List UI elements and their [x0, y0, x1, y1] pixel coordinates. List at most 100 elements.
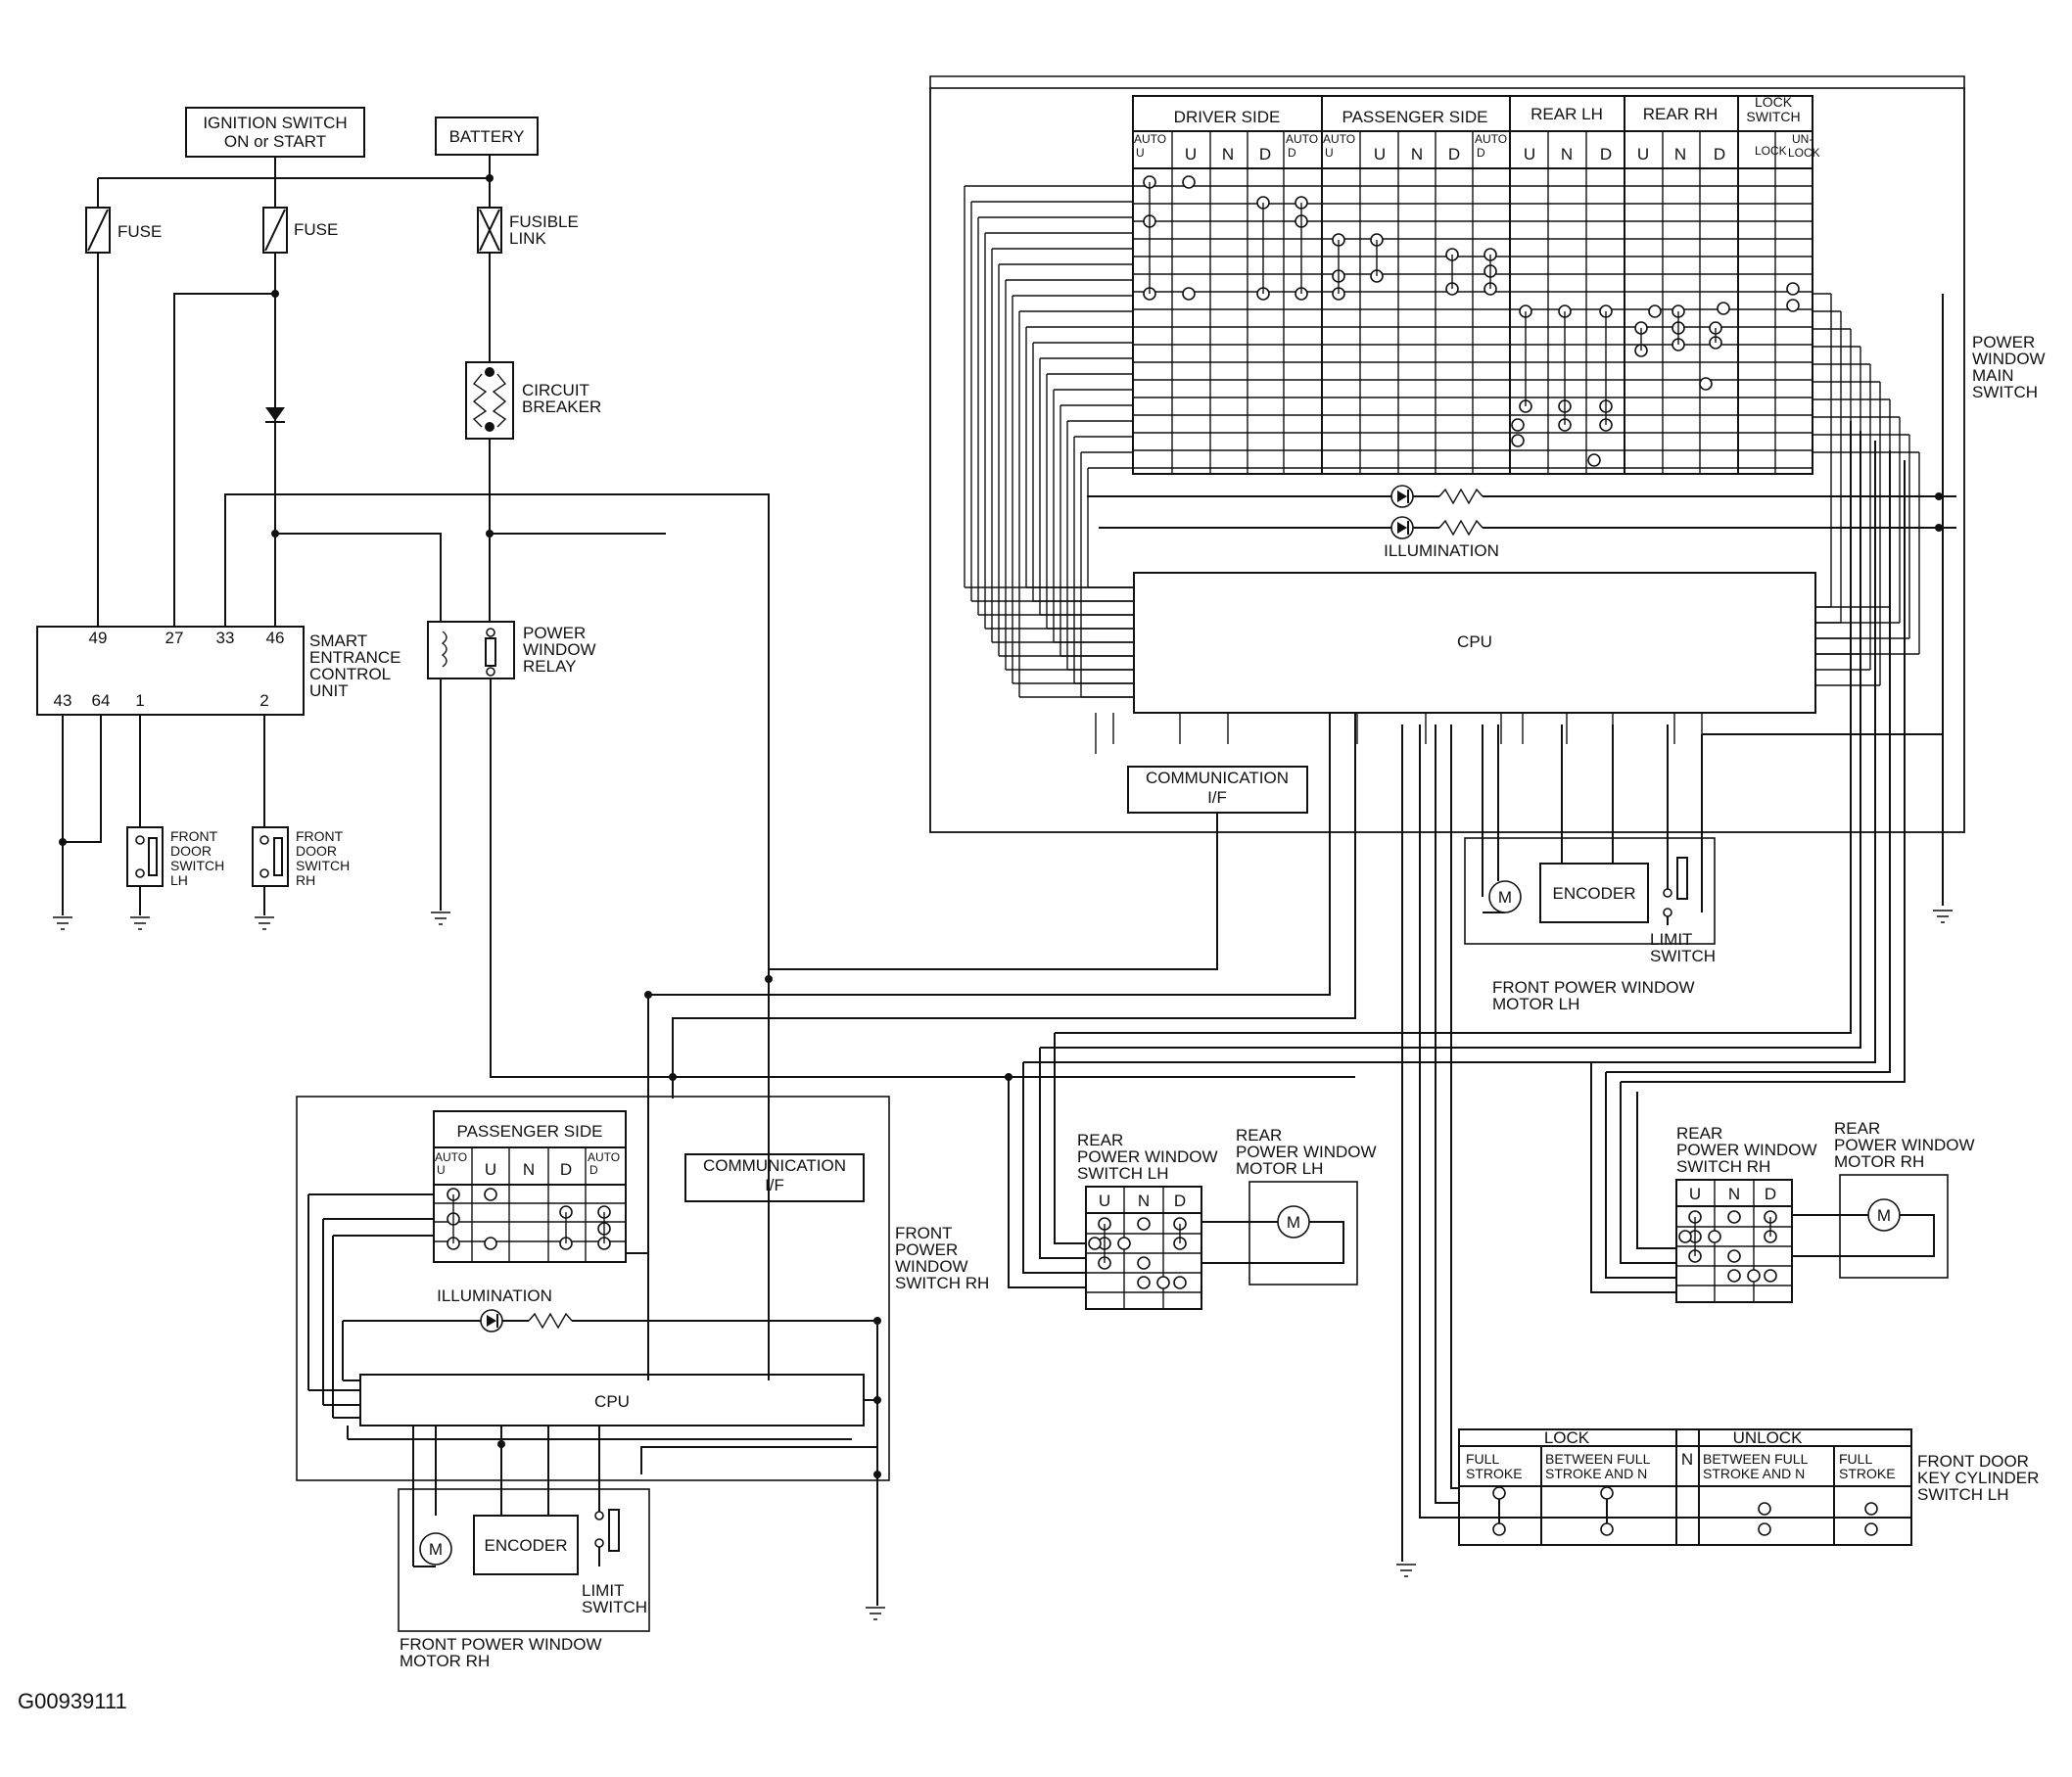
svg-text:MOTOR RH: MOTOR RH: [1834, 1152, 1924, 1171]
svg-text:M: M: [429, 1540, 443, 1559]
svg-text:46: 46: [266, 629, 285, 647]
contact-node: [1182, 175, 1196, 189]
svg-text:REAR: REAR: [1077, 1131, 1123, 1149]
svg-text:CIRCUIT: CIRCUIT: [522, 381, 589, 399]
front-door-switch-rh: FRONT DOOR SWITCH RH: [252, 826, 350, 888]
rh-cpu: CPU: [359, 1374, 865, 1426]
svg-text:REAR LH: REAR LH: [1530, 105, 1603, 123]
fuse-left: FUSE: [85, 207, 162, 254]
svg-text:U: U: [1136, 146, 1145, 160]
contact-node: [1727, 1210, 1741, 1224]
svg-text:N: N: [1138, 1192, 1150, 1210]
svg-text:M: M: [1287, 1213, 1300, 1232]
rear-power-window-motor-rh: REAR POWER WINDOW MOTOR RH M: [1792, 1119, 1975, 1279]
contact-node: [1156, 1276, 1170, 1289]
contact-node: [1699, 377, 1713, 391]
svg-text:ENCODER: ENCODER: [484, 1536, 567, 1555]
svg-text:ILLUMINATION: ILLUMINATION: [437, 1286, 552, 1305]
power-window-relay: POWER WINDOW RELAY: [427, 621, 596, 679]
contact-node: [1648, 304, 1662, 318]
svg-text:MOTOR LH: MOTOR LH: [1236, 1159, 1323, 1178]
svg-text:BATTERY: BATTERY: [449, 127, 525, 146]
front-power-window-switch-rh-frame: [296, 1096, 890, 1481]
svg-text:MAIN: MAIN: [1972, 366, 2014, 385]
svg-text:FULL: FULL: [1466, 1451, 1499, 1467]
svg-text:POWER WINDOW: POWER WINDOW: [1077, 1147, 1218, 1166]
svg-text:WINDOW: WINDOW: [895, 1257, 968, 1276]
svg-text:KEY CYLINDER: KEY CYLINDER: [1917, 1469, 2039, 1487]
main-communication-if: COMMUNICATION I/F: [1127, 766, 1308, 814]
svg-text:N: N: [523, 1160, 535, 1179]
contact-node: [1587, 453, 1601, 467]
svg-text:COMMUNICATION: COMMUNICATION: [1146, 769, 1289, 787]
main-switch-table: DRIVER SIDE PASSENGER SIDE REAR LH REAR …: [1132, 94, 1820, 475]
svg-text:U: U: [1185, 145, 1197, 164]
contact-node: [1137, 1256, 1151, 1270]
contact-node: [1511, 418, 1525, 432]
junction-dot: [497, 1440, 505, 1448]
svg-text:D: D: [1714, 145, 1725, 164]
svg-text:FULL: FULL: [1839, 1451, 1872, 1467]
main-cpu: CPU: [1133, 572, 1816, 714]
svg-text:STROKE: STROKE: [1466, 1466, 1523, 1481]
svg-text:REAR: REAR: [1676, 1124, 1722, 1143]
svg-text:AUTO: AUTO: [1475, 132, 1507, 146]
svg-text:DOOR: DOOR: [296, 843, 337, 859]
svg-text:D: D: [1448, 145, 1460, 164]
svg-text:N: N: [1681, 1450, 1693, 1469]
svg-text:POWER: POWER: [895, 1240, 958, 1259]
svg-text:U: U: [1689, 1185, 1701, 1203]
svg-text:LIMIT: LIMIT: [582, 1581, 624, 1600]
svg-text:PASSENGER SIDE: PASSENGER SIDE: [1342, 108, 1488, 126]
svg-text:N: N: [1222, 145, 1234, 164]
svg-text:64: 64: [92, 691, 111, 710]
svg-text:33: 33: [216, 629, 235, 647]
svg-text:FUSIBLE: FUSIBLE: [509, 212, 579, 231]
passenger-side-table: PASSENGER SIDE AUTO U U N D AUTO D: [433, 1110, 627, 1263]
svg-text:BETWEEN FULL: BETWEEN FULL: [1703, 1451, 1809, 1467]
svg-text:ENCODER: ENCODER: [1552, 884, 1635, 903]
svg-text:COMMUNICATION: COMMUNICATION: [703, 1156, 846, 1175]
svg-text:D: D: [1765, 1185, 1776, 1203]
svg-text:D: D: [1477, 146, 1485, 160]
rear-power-window-switch-lh: REAR POWER WINDOW SWITCH LH U N D: [1077, 1131, 1218, 1310]
contact-node: [1786, 282, 1800, 296]
svg-text:WINDOW: WINDOW: [1972, 350, 2046, 368]
svg-text:WINDOW: WINDOW: [523, 640, 596, 659]
contact-node: [1727, 1269, 1741, 1283]
svg-text:N: N: [1674, 145, 1686, 164]
svg-text:SWITCH RH: SWITCH RH: [1676, 1157, 1770, 1176]
svg-text:MOTOR LH: MOTOR LH: [1492, 995, 1579, 1013]
svg-text:AUTO: AUTO: [1323, 132, 1355, 146]
svg-text:CONTROL: CONTROL: [309, 665, 391, 683]
svg-text:RELAY: RELAY: [523, 657, 577, 676]
svg-text:2: 2: [259, 691, 268, 710]
svg-text:SWITCH LH: SWITCH LH: [1077, 1164, 1169, 1183]
svg-text:ILLUMINATION: ILLUMINATION: [1384, 541, 1499, 560]
svg-text:N: N: [1728, 1185, 1740, 1203]
svg-text:POWER WINDOW: POWER WINDOW: [1834, 1136, 1975, 1154]
svg-text:STROKE AND N: STROKE AND N: [1703, 1466, 1805, 1481]
svg-text:SWITCH: SWITCH: [1972, 383, 2038, 401]
svg-text:UN-: UN-: [1792, 132, 1813, 146]
svg-text:FRONT: FRONT: [170, 828, 218, 844]
svg-text:U: U: [1325, 146, 1334, 160]
svg-text:ENTRANCE: ENTRANCE: [309, 648, 401, 667]
svg-text:STROKE AND N: STROKE AND N: [1545, 1466, 1647, 1481]
rh-communication-if: COMMUNICATION I/F: [684, 1153, 865, 1202]
svg-text:RH: RH: [296, 872, 315, 888]
svg-text:BETWEEN FULL: BETWEEN FULL: [1545, 1451, 1651, 1467]
svg-text:AUTO: AUTO: [435, 1150, 467, 1164]
rh-illumination: ILLUMINATION: [343, 1286, 881, 1333]
svg-text:AUTO: AUTO: [588, 1150, 620, 1164]
contact-node: [1717, 302, 1730, 315]
svg-text:FRONT: FRONT: [895, 1224, 953, 1242]
contact-node: [1137, 1276, 1151, 1289]
svg-text:D: D: [589, 1163, 598, 1177]
front-power-window-motor-rh: M ENCODER LIMIT SWITCH FRONT POWER WINDO…: [398, 1488, 650, 1670]
svg-text:N: N: [1411, 145, 1423, 164]
contact-node: [1137, 1217, 1151, 1231]
contact-node: [1173, 1276, 1187, 1289]
contact-node: [484, 1188, 497, 1201]
